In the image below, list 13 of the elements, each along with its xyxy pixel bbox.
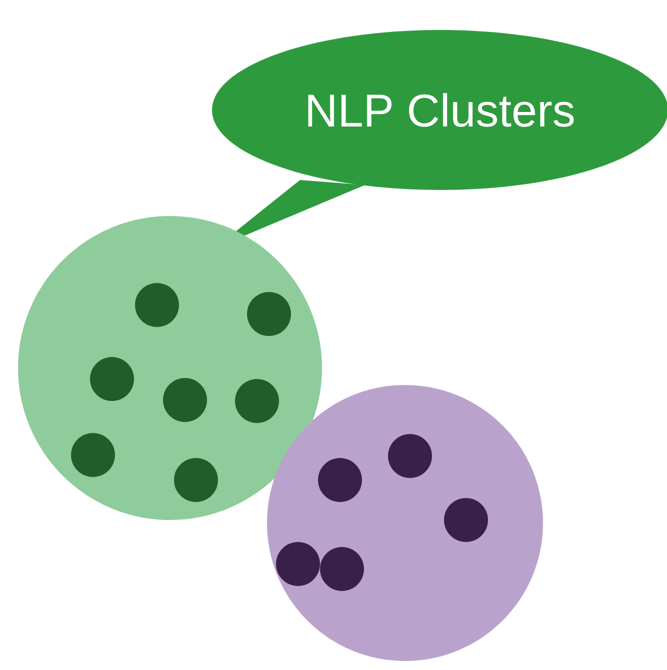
- data-point: [174, 458, 218, 502]
- data-point: [318, 458, 362, 502]
- data-point: [163, 378, 207, 422]
- data-point: [247, 292, 291, 336]
- data-point: [90, 357, 134, 401]
- data-point: [71, 433, 115, 477]
- data-point: [276, 542, 320, 586]
- data-point: [320, 547, 364, 591]
- data-point: [235, 379, 279, 423]
- data-point: [388, 434, 432, 478]
- data-point: [444, 498, 488, 542]
- data-point: [135, 283, 179, 327]
- speech-bubble: NLP Clusters: [212, 30, 667, 248]
